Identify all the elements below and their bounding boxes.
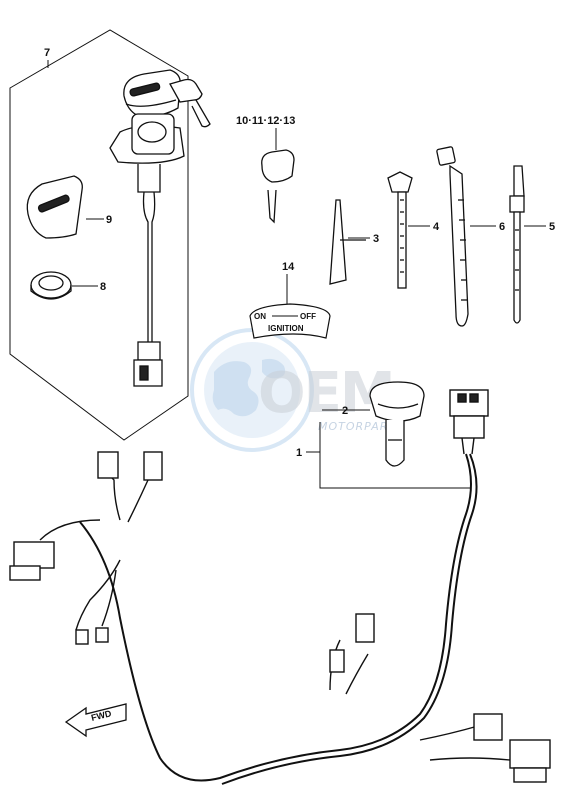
callout-14: 14 <box>282 261 295 273</box>
wiring-harness <box>9 389 551 785</box>
bracket-1 <box>319 422 470 489</box>
callout-5: 5 <box>549 221 555 233</box>
callout-2: 2 <box>342 405 348 417</box>
clamp-3 <box>329 199 366 285</box>
grommet-2 <box>369 381 425 467</box>
ignition-label-decal <box>249 303 331 339</box>
watermark-subtitle: MOTORPARTS <box>318 420 404 433</box>
watermark-globe-icon <box>190 328 314 452</box>
label-off: OFF <box>300 312 316 321</box>
callout-6: 6 <box>499 221 505 233</box>
callout-3: 3 <box>373 233 379 245</box>
cable-tie-4 <box>387 171 413 289</box>
label-ignition: IGNITION <box>268 324 304 333</box>
forward-arrow-icon <box>64 703 127 738</box>
cable-tie-6 <box>436 146 469 327</box>
callout-4: 4 <box>433 221 440 233</box>
callout-1: 1 <box>296 447 302 459</box>
callout-8: 8 <box>100 281 106 293</box>
ignition-switch <box>109 69 211 387</box>
ignition-group-frame <box>9 29 189 441</box>
callout-10-13: 10·11·12·13 <box>236 115 295 127</box>
ignition-key <box>261 149 295 224</box>
callout-9: 9 <box>106 214 112 226</box>
ring-nut <box>30 271 72 300</box>
callout-7: 7 <box>44 47 50 59</box>
label-on: ON <box>254 312 266 321</box>
forward-arrow-text: FWD <box>90 708 113 723</box>
cable-tie-5 <box>509 165 525 324</box>
switch-cover <box>26 175 83 239</box>
